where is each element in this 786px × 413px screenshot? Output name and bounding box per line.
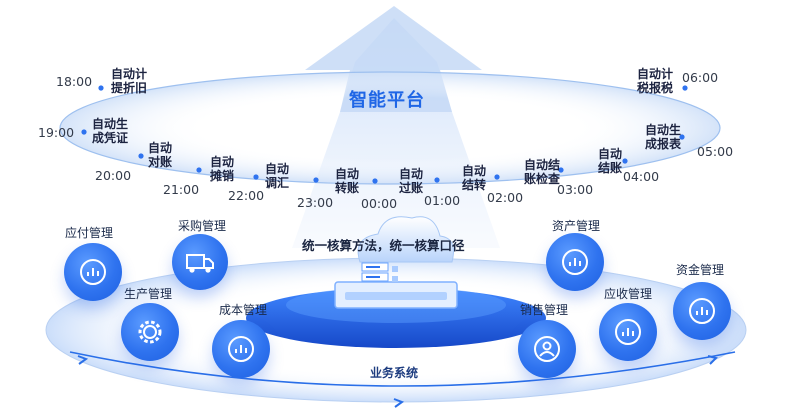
- module-assets[interactable]: [546, 233, 604, 291]
- ring-arrow-icon: [707, 355, 718, 365]
- timeline-time: 20:00: [95, 168, 132, 183]
- base-ring-arc: [69, 351, 736, 387]
- module-purchasing[interactable]: [172, 234, 228, 290]
- module-label: 采购管理: [178, 219, 227, 233]
- module-sales[interactable]: [518, 320, 576, 378]
- unified-caption: 统一核算方法，统一核算口径: [302, 238, 465, 253]
- module-cost[interactable]: [212, 320, 270, 378]
- timeline-time: 19:00: [38, 125, 75, 140]
- module-label: 资金管理: [676, 263, 725, 277]
- module-production[interactable]: [121, 303, 179, 361]
- timeline-time: 00:00: [361, 196, 398, 211]
- ring-arrow-icon: [77, 355, 89, 365]
- timeline-time: 18:00: [56, 74, 93, 89]
- module-receivables[interactable]: [599, 303, 657, 361]
- cloud-icon: [357, 216, 454, 263]
- chart-icon: [80, 259, 106, 285]
- timeline-time: 21:00: [163, 182, 200, 197]
- module-label: 成本管理: [219, 303, 268, 317]
- timeline-time: 22:00: [228, 188, 265, 203]
- timeline-time: 02:00: [487, 190, 524, 205]
- user-icon: [534, 336, 560, 362]
- timeline-time: 23:00: [297, 195, 334, 210]
- timeline-task: 自动 摊销: [210, 155, 235, 183]
- platform-title: 智能平台: [349, 90, 425, 111]
- module-label: 资产管理: [552, 219, 601, 233]
- timeline-time: 05:00: [697, 144, 734, 159]
- module-label: 生产管理: [124, 287, 173, 301]
- chart-icon: [689, 298, 715, 324]
- timeline-task: 自动 对账: [148, 141, 173, 169]
- truck-icon: [186, 254, 214, 273]
- timeline-task: 自动结 账检查: [524, 158, 561, 186]
- module-label: 应付管理: [65, 226, 114, 240]
- timeline-task: 自动生 成凭证: [92, 117, 129, 145]
- timeline-task: 自动 过账: [399, 167, 424, 195]
- timeline-task: 自动 结转: [462, 164, 487, 192]
- timeline-task: 自动 调汇: [265, 162, 290, 190]
- timeline-task: 自动生 成报表: [645, 123, 682, 151]
- gear-icon: [138, 320, 162, 344]
- timeline-task: 自动 结账: [598, 147, 623, 175]
- timeline-dots: [81, 85, 688, 184]
- timeline-time: 06:00: [682, 70, 719, 85]
- module-label: 销售管理: [520, 303, 569, 317]
- module-payables[interactable]: [64, 243, 122, 301]
- chart-icon: [228, 336, 254, 362]
- module-label: 应收管理: [604, 287, 653, 301]
- ring-arrow-icon: [393, 398, 405, 408]
- timeline-ring: [59, 71, 721, 185]
- chart-icon: [615, 319, 641, 345]
- central-disc: [246, 288, 546, 348]
- timeline-time: 03:00: [557, 182, 594, 197]
- timeline-time: 01:00: [424, 193, 461, 208]
- timeline-time: 04:00: [623, 169, 660, 184]
- module-funds[interactable]: [673, 282, 731, 340]
- business-system-label: 业务系统: [370, 366, 419, 380]
- timeline-task: 自动 转账: [335, 167, 360, 195]
- timeline-task: 自动计 税报税: [637, 67, 674, 95]
- chart-icon: [562, 249, 588, 275]
- timeline-task: 自动计 提折旧: [111, 67, 148, 95]
